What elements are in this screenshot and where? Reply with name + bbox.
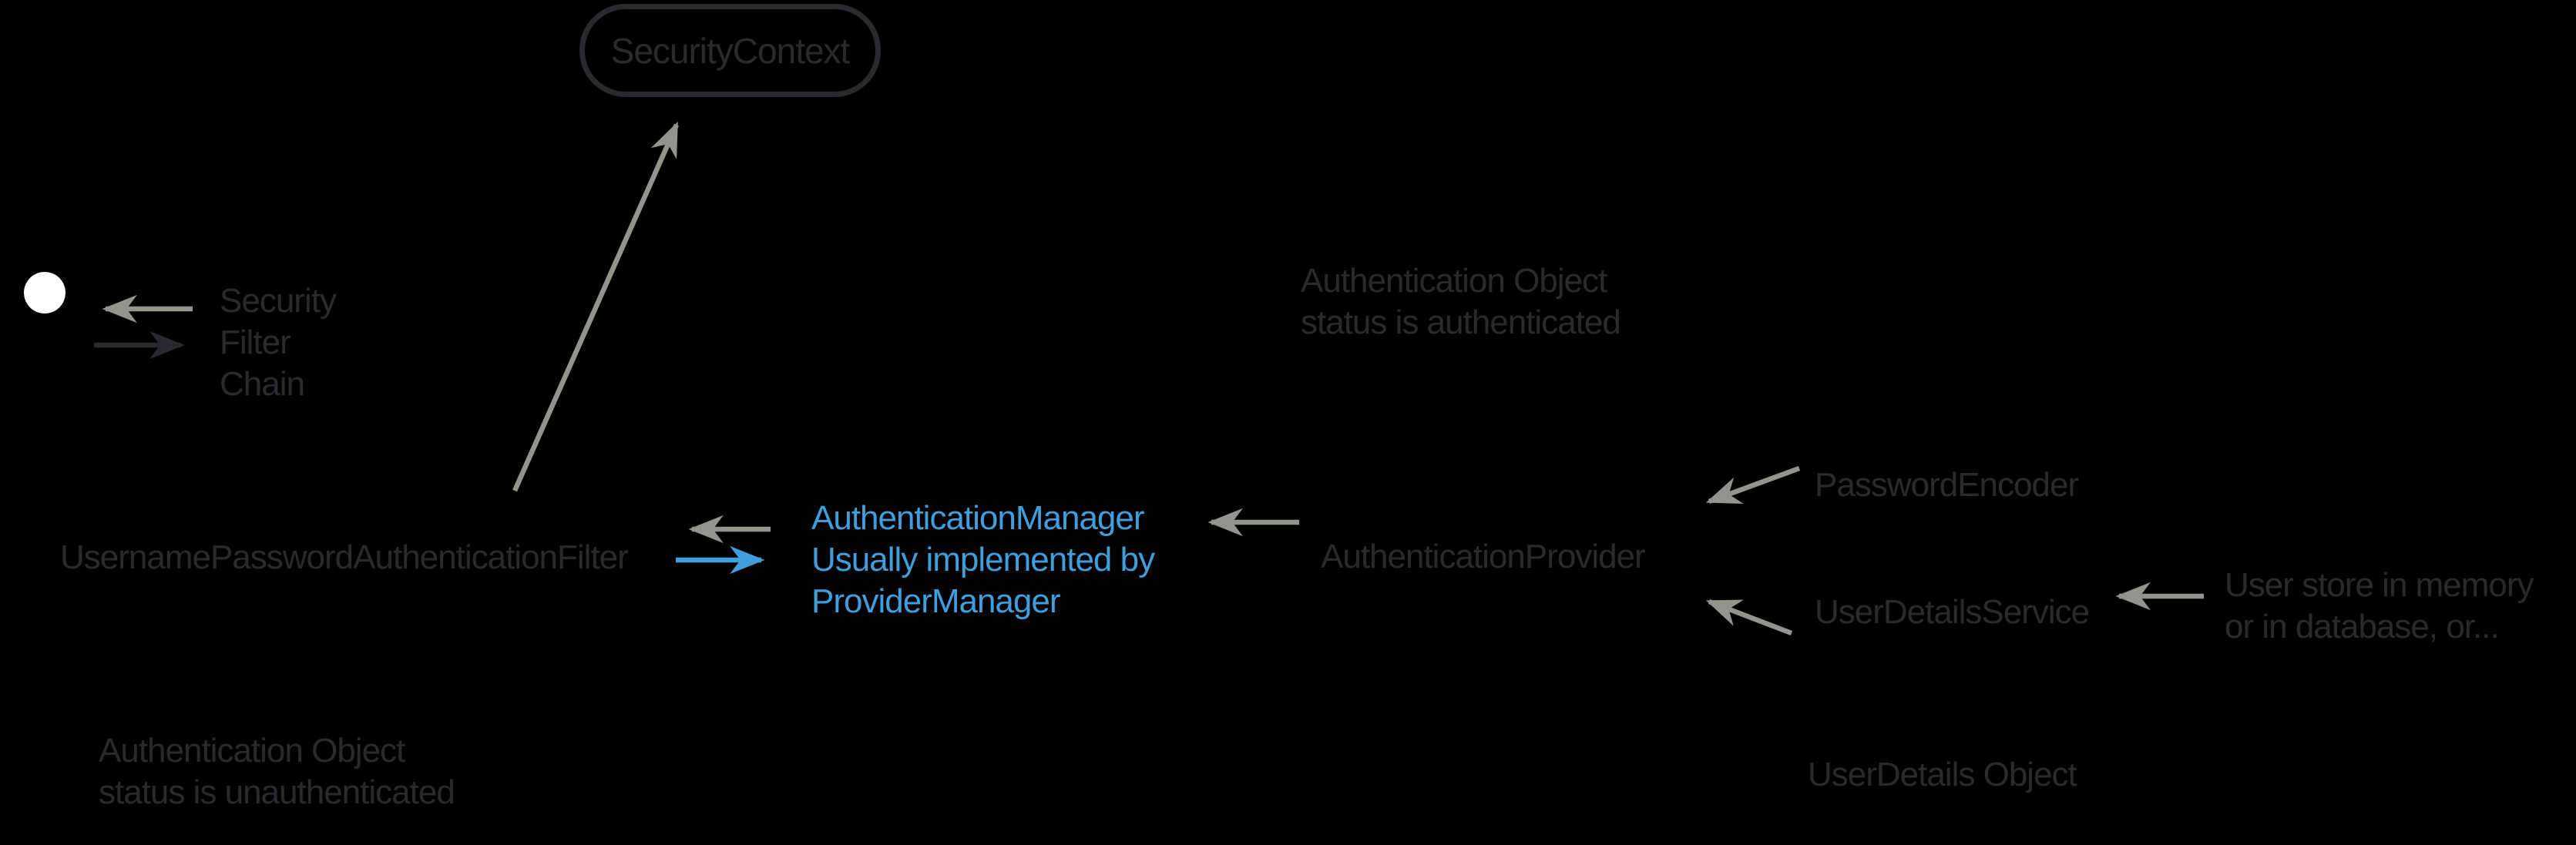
security-context-label: SecurityContext (610, 30, 851, 71)
user-details-service-label: UserDetailsService (1815, 593, 2090, 631)
request-start-circle-icon (24, 272, 65, 314)
encoder-to-provider-arrow (1705, 465, 1801, 505)
authentication-manager-label: AuthenticationManager Usually implemente… (811, 499, 1155, 620)
user-store-label: User store in memory or in database, or.… (2225, 566, 2534, 645)
filter-to-security-context-arrow (512, 121, 679, 492)
password-encoder-label: PasswordEncoder (1815, 466, 2079, 504)
auth-object-unauthenticated-label: Authentication Object status is unauthen… (99, 732, 455, 811)
security-filter-chain-label: Security Filter Chain (220, 282, 337, 403)
security-context-node: SecurityContext (579, 4, 881, 97)
details-service-to-provider-arrow (1705, 599, 1793, 636)
auth-object-authenticated-label: Authentication Object status is authenti… (1301, 262, 1621, 341)
authentication-provider-label: AuthenticationProvider (1321, 538, 1646, 575)
username-password-authentication-filter-label: UsernamePasswordAuthenticationFilter (60, 538, 629, 576)
user-details-object-label: UserDetails Object (1808, 756, 2077, 793)
